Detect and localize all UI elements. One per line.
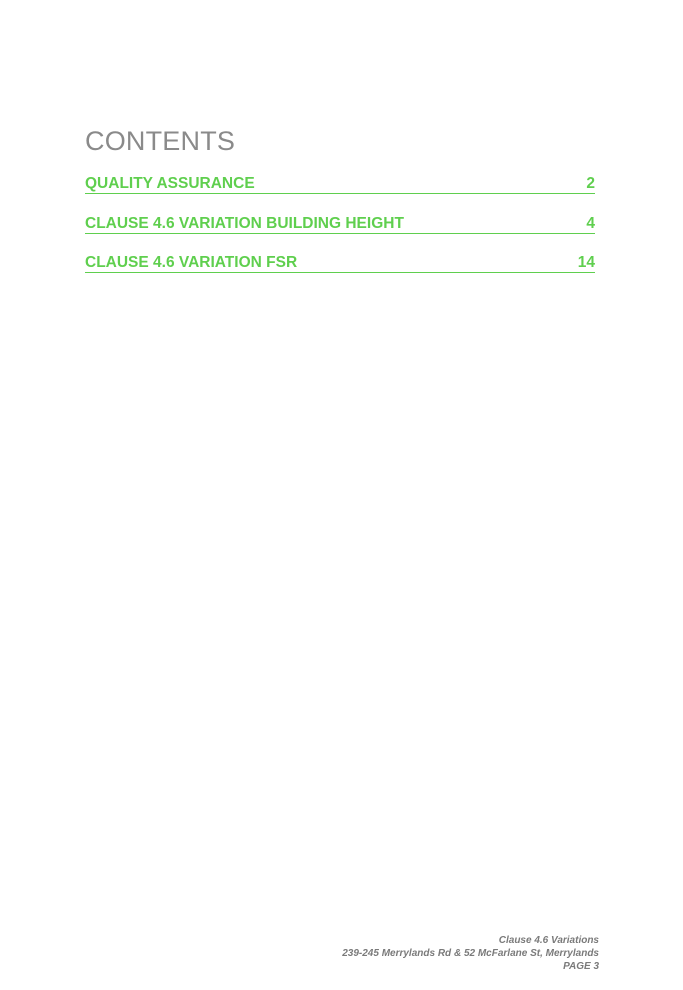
page-footer: Clause 4.6 Variations 239-245 Merrylands… bbox=[342, 934, 599, 973]
contents-heading: CONTENTS bbox=[85, 126, 236, 156]
toc-entry-page-number: 2 bbox=[586, 175, 595, 192]
toc-entry-quality-assurance[interactable]: QUALITY ASSURANCE 2 bbox=[85, 173, 595, 194]
toc-entry-title: CLAUSE 4.6 VARIATION FSR bbox=[85, 254, 298, 271]
toc-entry-title: CLAUSE 4.6 VARIATION BUILDING HEIGHT bbox=[85, 214, 404, 232]
toc-entry-building-height[interactable]: CLAUSE 4.6 VARIATION BUILDING HEIGHT 4 bbox=[85, 213, 595, 234]
footer-page-number: PAGE 3 bbox=[563, 961, 599, 972]
toc-entry-page-number: 4 bbox=[586, 214, 595, 232]
toc-entry-fsr[interactable]: CLAUSE 4.6 VARIATION FSR 14 bbox=[85, 252, 595, 273]
toc-entry-title: QUALITY ASSURANCE bbox=[85, 175, 255, 192]
table-of-contents: QUALITY ASSURANCE 2 CLAUSE 4.6 VARIATION… bbox=[85, 173, 595, 292]
footer-address: 239-245 Merrylands Rd & 52 McFarlane St,… bbox=[342, 948, 599, 959]
footer-document-title: Clause 4.6 Variations bbox=[498, 935, 599, 946]
toc-entry-page-number: 14 bbox=[577, 254, 595, 271]
